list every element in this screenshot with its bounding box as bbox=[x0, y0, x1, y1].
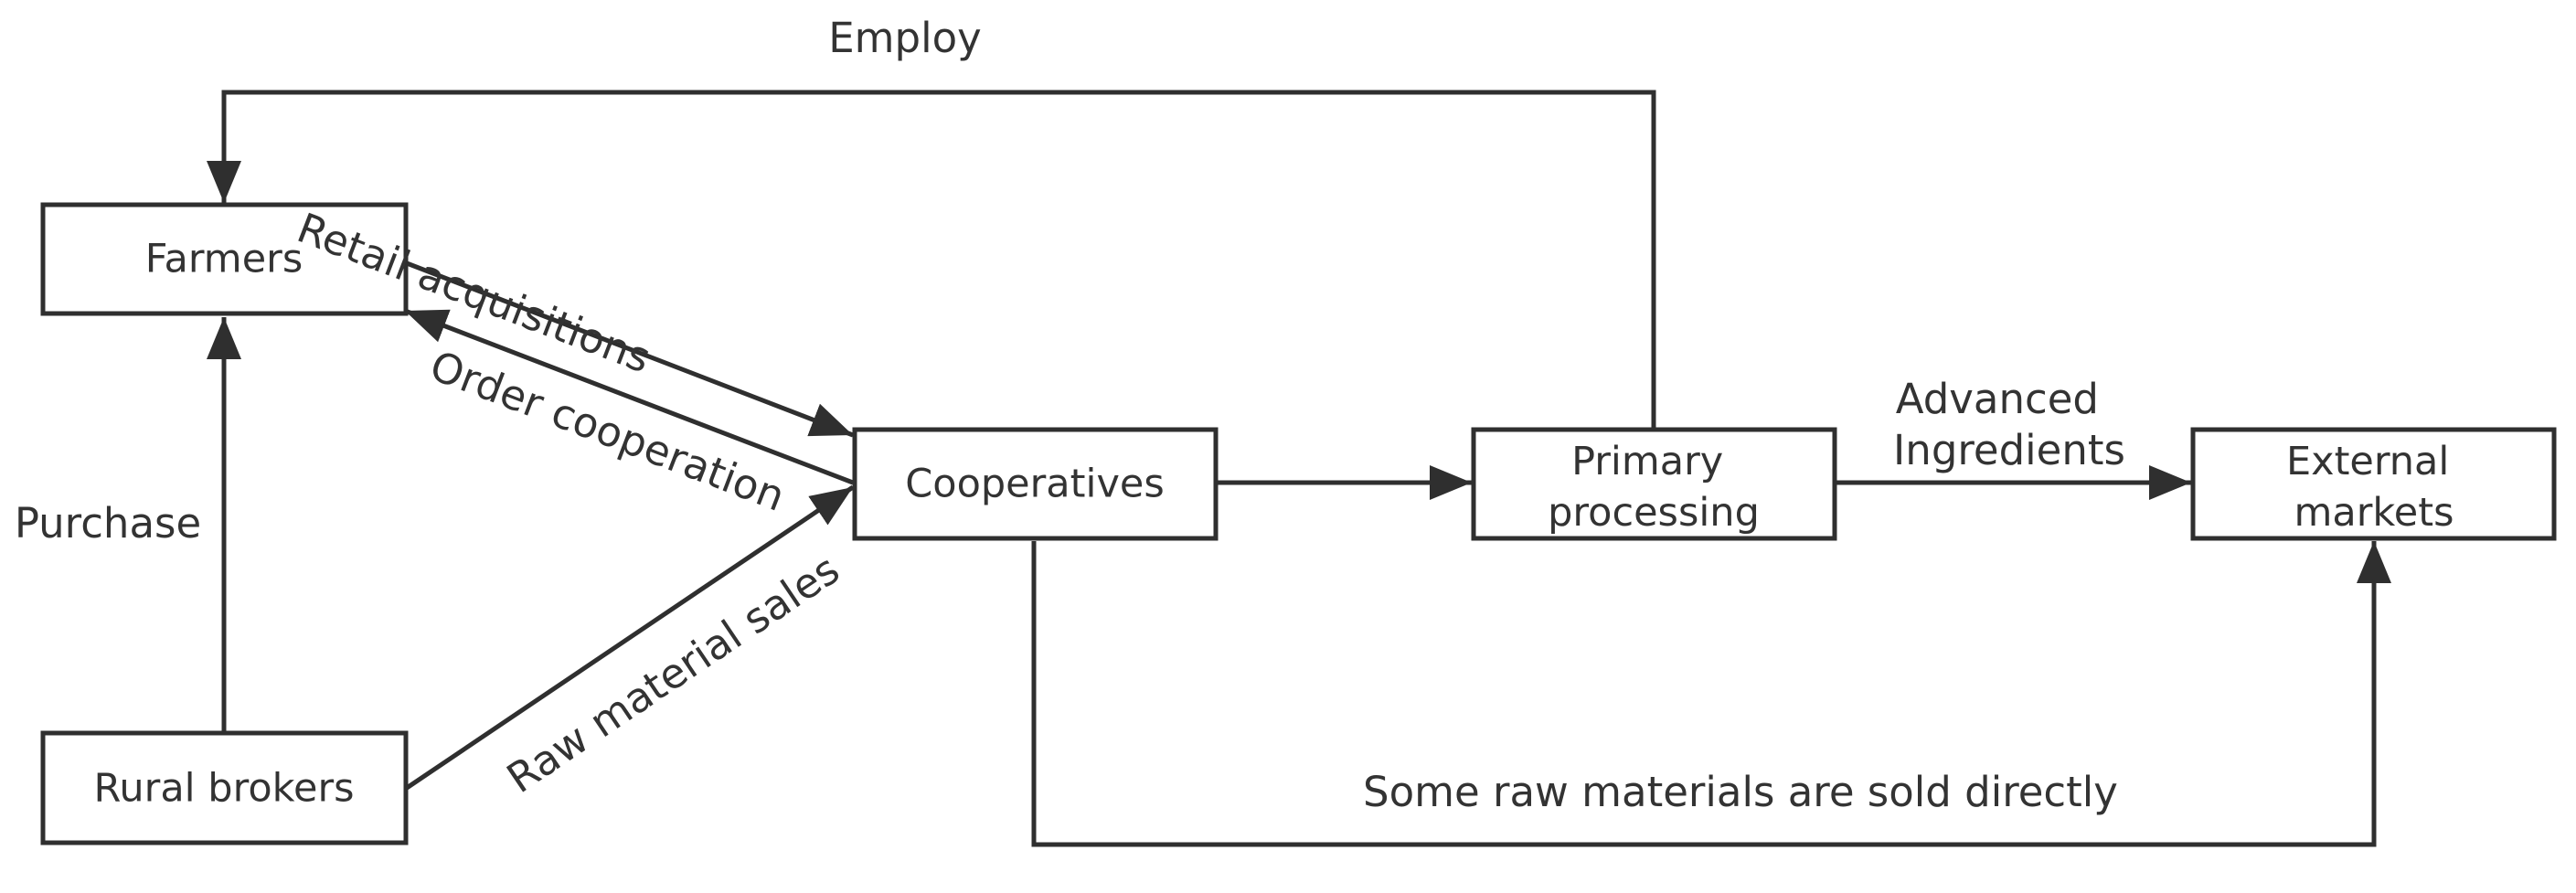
raw-material-sales-label: Raw material sales bbox=[498, 545, 848, 803]
raw-material-sales-arrow bbox=[405, 484, 855, 791]
retail-acquisitions-arrow bbox=[406, 260, 854, 438]
primary-processing-label: Primary processing bbox=[1548, 439, 1760, 536]
employ-label: Employ bbox=[828, 14, 982, 62]
advanced-ingredients-label: Advanced Ingredients bbox=[1893, 375, 2125, 474]
rural-brokers-label: Rural brokers bbox=[93, 766, 354, 812]
cooperatives-node: Cooperatives bbox=[852, 427, 1219, 541]
sold-directly-label: Some raw materials are sold directly bbox=[1363, 768, 2118, 816]
primary-processing-line-2: processing bbox=[1548, 490, 1760, 536]
advanced-ingredients-line-2: Ingredients bbox=[1893, 426, 2125, 474]
employ-arrow bbox=[207, 90, 1656, 430]
external-markets-line-2: markets bbox=[2294, 490, 2454, 536]
purchase-label: Purchase bbox=[15, 499, 201, 547]
sold-directly-arrow bbox=[1031, 541, 2391, 847]
order-cooperation-arrow bbox=[404, 308, 854, 485]
rural-brokers-node: Rural brokers bbox=[40, 730, 409, 845]
cooperatives-label: Cooperatives bbox=[905, 462, 1165, 507]
external-markets-node: External markets bbox=[2190, 427, 2557, 541]
farmers-label: Farmers bbox=[145, 237, 303, 282]
primary-processing-line-1: Primary bbox=[1571, 439, 1723, 484]
external-markets-line-1: External bbox=[2286, 439, 2449, 484]
external-markets-label: External markets bbox=[2286, 439, 2462, 536]
advanced-ingredients-line-1: Advanced bbox=[1896, 375, 2099, 423]
farmers-node: Farmers bbox=[40, 202, 409, 316]
primary-processing-node: Primary processing bbox=[1471, 427, 1837, 541]
